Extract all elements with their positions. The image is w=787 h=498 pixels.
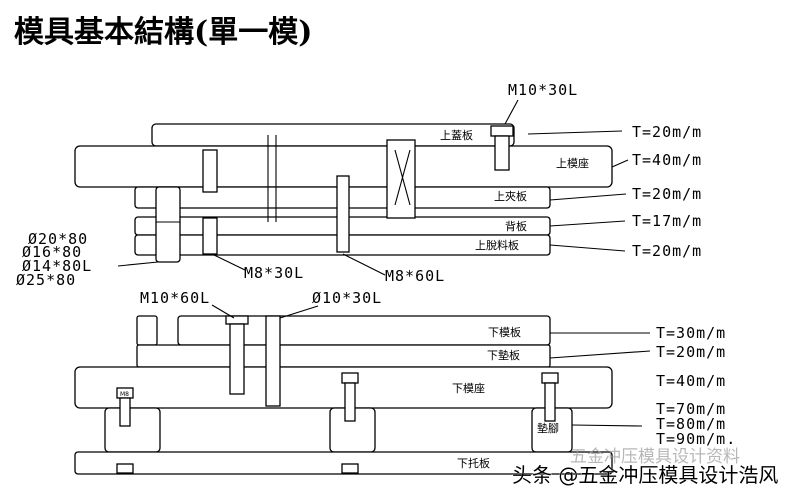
thickness-upper-clamp: T=20m/m bbox=[632, 185, 702, 203]
thickness-parallel-80: T=80m/m bbox=[656, 415, 726, 433]
callout-pin: Ø10*30L bbox=[312, 289, 382, 307]
label-lower-die-plate: 下模板 bbox=[488, 325, 521, 339]
thickness-lower-die-set: T=40m/m bbox=[656, 372, 726, 390]
lower-die: M8 下模板 下墊板 下模座 墊腳 下托板 T=30m/m T=20m/m T=… bbox=[74, 289, 736, 475]
label-small-screw: M8 bbox=[120, 391, 129, 398]
thickness-parallel-90: T=90m/m. bbox=[656, 430, 736, 448]
screw-icon bbox=[336, 175, 350, 253]
callout-guide-spec: Ø16*80 bbox=[22, 243, 82, 261]
screw-head-icon bbox=[225, 315, 249, 325]
label-upper-cover-plate: 上蓋板 bbox=[440, 128, 473, 142]
screw-icon bbox=[541, 372, 559, 384]
thickness-backing: T=17m/m bbox=[632, 212, 702, 230]
parallel-block bbox=[104, 407, 161, 453]
thickness-lower-die-plate: T=30m/m bbox=[656, 324, 726, 342]
label-upper-clamp-plate: 上夾板 bbox=[494, 189, 527, 203]
screw-icon bbox=[344, 382, 356, 422]
callout-m8-60: M8*60L bbox=[385, 267, 445, 285]
thickness-upper-die-set: T=40m/m bbox=[632, 151, 702, 169]
lower-support-plate bbox=[74, 451, 613, 475]
thickness-upper-cover: T=20m/m bbox=[632, 123, 702, 141]
thickness-lower-backing: T=20m/m bbox=[656, 343, 726, 361]
callout-guide-spec: Ø20*80 bbox=[28, 230, 88, 248]
label-upper-die-set: 上模座 bbox=[556, 156, 589, 170]
watermark-faint: 五金冲压模具设计资料 bbox=[570, 447, 740, 467]
guide-post bbox=[155, 186, 181, 263]
label-parallel-block: 墊腳 bbox=[537, 421, 559, 435]
screw-icon bbox=[119, 397, 131, 427]
callout-top-screw: M10*30L bbox=[508, 81, 578, 99]
screw-icon bbox=[341, 463, 359, 474]
label-backing-plate: 背板 bbox=[505, 219, 527, 233]
screw-icon bbox=[202, 217, 218, 255]
upper-die: 上蓋板 上模座 上夾板 背板 上脫料板 T=20m/m T=40m/m T=20… bbox=[16, 81, 702, 289]
dowel-pin bbox=[265, 315, 281, 407]
callout-m8-30: M8*30L bbox=[244, 264, 304, 282]
punch bbox=[386, 139, 416, 219]
callout-m10-60: M10*60L bbox=[140, 289, 210, 307]
callout-guide-spec: Ø14*80L bbox=[22, 257, 92, 275]
label-lower-backing-plate: 下墊板 bbox=[487, 348, 520, 362]
label-upper-stripper-plate: 上脫料板 bbox=[475, 238, 519, 252]
screw-icon bbox=[341, 372, 359, 384]
screw-icon bbox=[202, 149, 218, 193]
screw-icon bbox=[544, 382, 556, 422]
watermark: 头条 @五金冲压模具设计浩风 bbox=[512, 463, 778, 487]
thickness-upper-stripper: T=20m/m bbox=[632, 242, 702, 260]
thickness-parallel-70: T=70m/m bbox=[656, 400, 726, 418]
screw-icon bbox=[494, 135, 510, 171]
diagram-title: 模具基本結構(單一模) bbox=[14, 15, 312, 50]
callout-guide-spec: Ø25*80 bbox=[16, 271, 76, 289]
screw-icon bbox=[116, 463, 134, 474]
label-lower-die-set: 下模座 bbox=[452, 381, 485, 395]
screw-head-icon bbox=[490, 125, 514, 137]
label-lower-support-plate: 下托板 bbox=[457, 456, 490, 470]
screw-icon bbox=[229, 323, 245, 395]
lower-guide-bush bbox=[136, 315, 158, 346]
